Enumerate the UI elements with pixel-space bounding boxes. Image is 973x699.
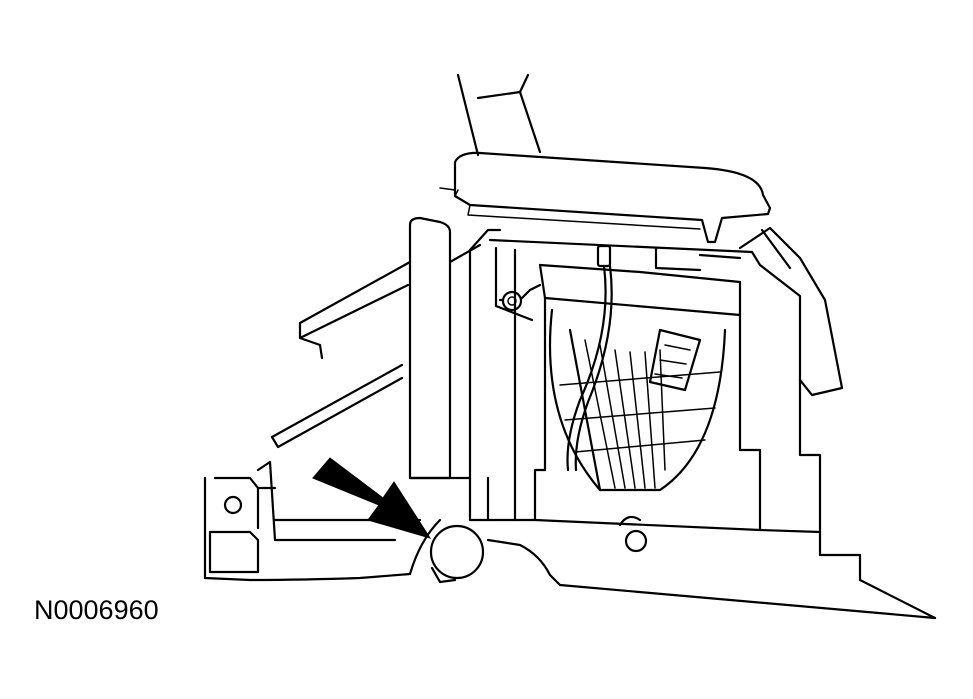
gate-housing (488, 226, 844, 472)
arrow-icon (312, 457, 432, 539)
figure-id-label: N0006960 (34, 595, 159, 625)
bottom-contour (408, 518, 937, 620)
left-housing (270, 216, 502, 480)
bottom-fastener (624, 529, 648, 553)
mounting-bolt (501, 290, 523, 312)
wire-harness (566, 244, 613, 472)
lower-housing (468, 248, 937, 620)
circular-plug (429, 524, 485, 584)
selector-gate (548, 308, 727, 492)
shift-lever (456, 73, 542, 157)
shifter-top-cover (439, 151, 772, 244)
